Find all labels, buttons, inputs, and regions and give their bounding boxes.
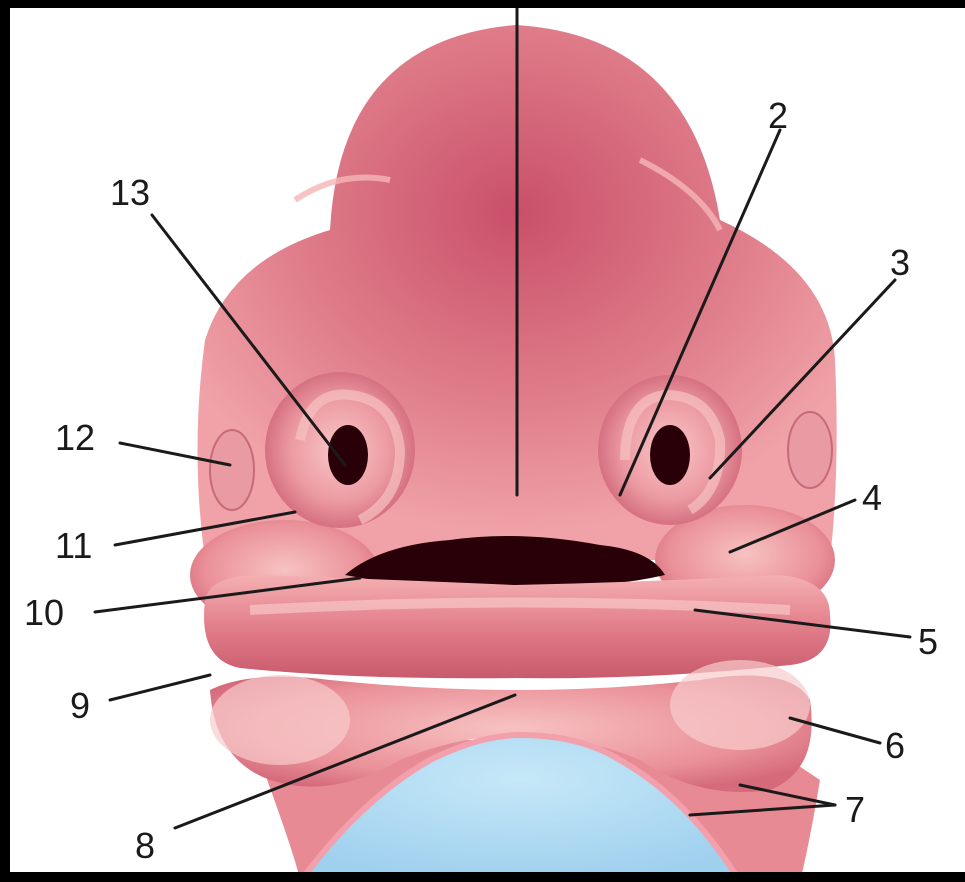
label-8: 8 <box>135 825 155 866</box>
arch-lobe-right <box>670 660 810 750</box>
label-3: 3 <box>890 242 910 283</box>
nasal-pit-left <box>328 425 368 485</box>
black-border-top <box>0 0 965 8</box>
leader-9 <box>110 675 210 700</box>
label-5: 5 <box>918 621 938 662</box>
lateral-bump-left <box>210 430 254 510</box>
label-13: 13 <box>110 172 150 213</box>
label-12: 12 <box>55 417 95 458</box>
black-border-left <box>0 0 10 882</box>
label-10: 10 <box>24 592 64 633</box>
label-6: 6 <box>885 725 905 766</box>
lateral-bump-right <box>788 412 832 488</box>
label-4: 4 <box>862 477 882 518</box>
black-border-bottom <box>0 872 965 882</box>
label-2: 2 <box>768 95 788 136</box>
label-7: 7 <box>845 789 865 830</box>
nasal-pit-right <box>650 425 690 485</box>
label-11: 11 <box>55 525 92 566</box>
arch-lobe-left <box>210 675 350 765</box>
label-9: 9 <box>70 685 90 726</box>
